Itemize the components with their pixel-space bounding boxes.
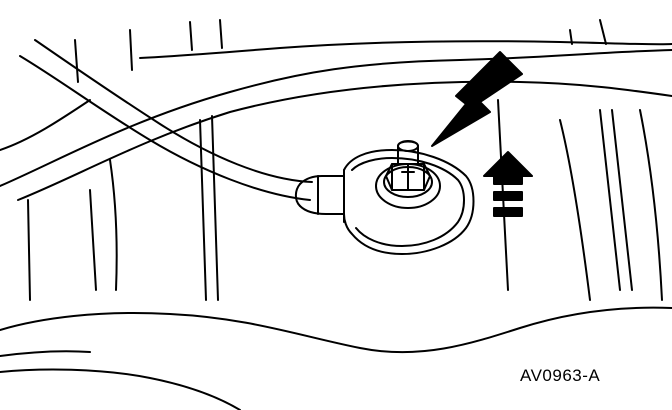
wiring-harness-lines: [0, 39, 313, 201]
engine-block-upper-contour: [0, 0, 672, 201]
figure-id-label: AV0963-A: [520, 366, 601, 385]
engine-block-lower-contour: [0, 99, 672, 410]
knock-sensor: [343, 140, 475, 255]
knock-sensor-cable: [294, 169, 345, 223]
up-arrow-front-icon: [483, 151, 533, 217]
black-lightning-arrow-icon: [431, 51, 523, 147]
